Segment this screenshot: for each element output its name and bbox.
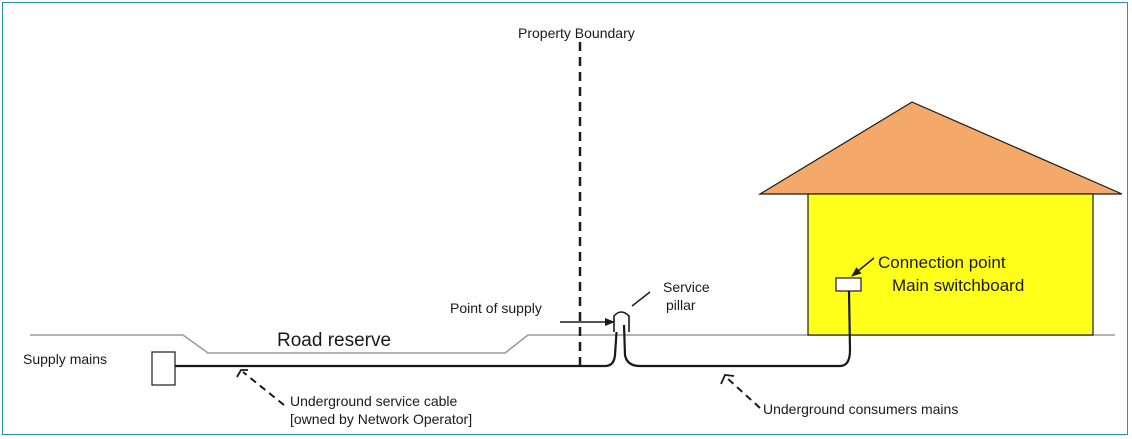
- property-boundary-label: Property Boundary: [518, 25, 635, 41]
- supply-mains-label: Supply mains: [23, 351, 107, 367]
- house-wall: [807, 193, 1094, 336]
- ground-line: [30, 334, 1115, 354]
- point-of-supply-label: Point of supply: [450, 300, 542, 316]
- supply-mains-box: [151, 351, 176, 386]
- consumers-mains-leader-tip: [720, 374, 735, 385]
- connection-point-arrow: [851, 257, 875, 277]
- service-cable-label-line2: [owned by Network Operator]: [290, 411, 472, 427]
- service-pillar-leader: [631, 291, 651, 307]
- service-pillar-label-line2: pillar: [666, 297, 696, 313]
- service-cable-leader-tip: [236, 369, 248, 378]
- road-reserve-label: Road reserve: [277, 330, 391, 351]
- service-pillar-label-line1: Service: [663, 279, 710, 295]
- service-cable-leader: [242, 371, 285, 406]
- service-cable-label-line1: Underground service cable: [290, 393, 458, 409]
- underground-consumers-mains: [622, 290, 852, 368]
- main-switchboard-box: [835, 277, 862, 292]
- underground-service-cable: [175, 324, 619, 368]
- main-switchboard-label: Main switchboard: [892, 276, 1024, 295]
- service-pillar: [613, 311, 630, 332]
- house-roof: [757, 101, 1123, 195]
- consumers-mains-label: Underground consumers mains: [763, 401, 958, 417]
- connection-point-label: Connection point: [878, 253, 1006, 272]
- consumers-mains-leader: [726, 377, 761, 409]
